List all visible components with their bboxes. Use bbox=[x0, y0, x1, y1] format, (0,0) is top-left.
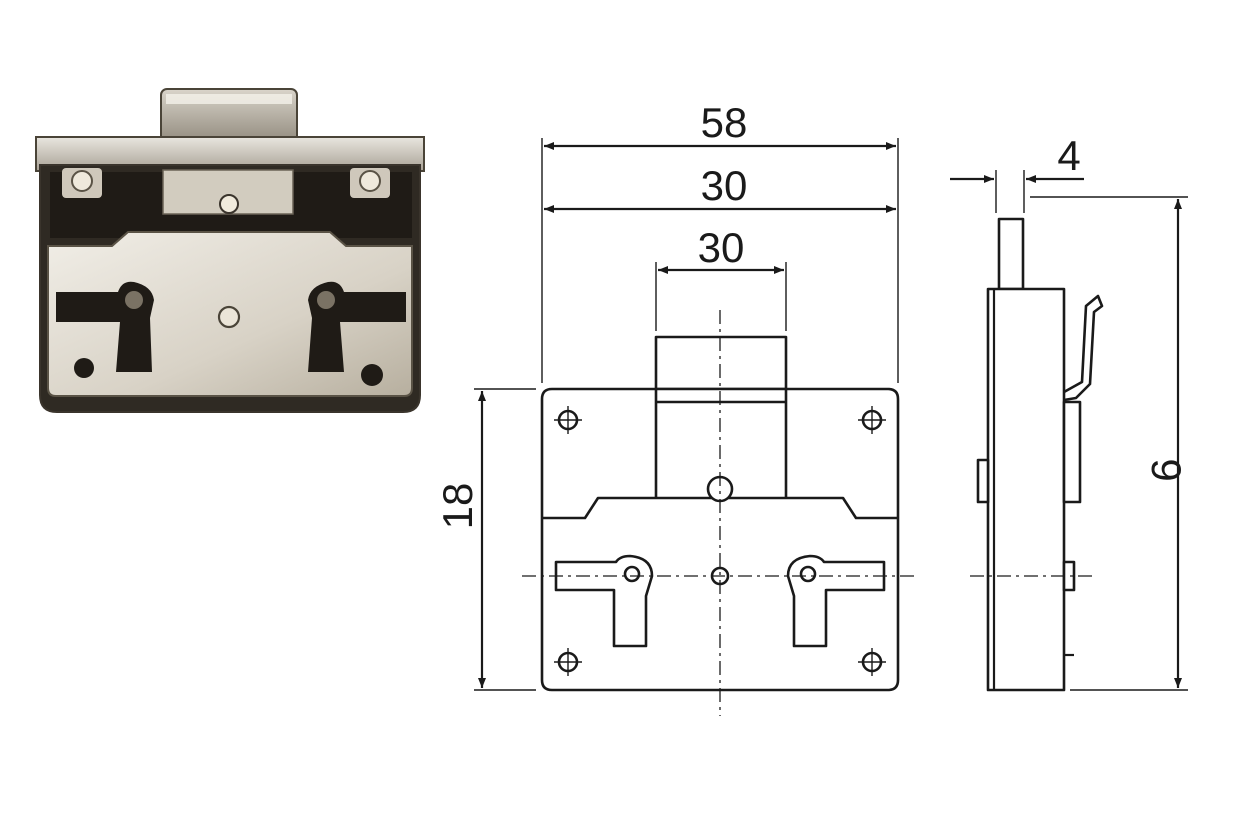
photo-center-pin bbox=[217, 305, 241, 329]
dim-height-left: 18 bbox=[434, 483, 481, 530]
front-keyhole-left-pin bbox=[623, 565, 641, 583]
photo-hole-top-left bbox=[71, 170, 93, 192]
front-bolt-guide bbox=[654, 389, 788, 498]
front-bolt bbox=[654, 335, 788, 391]
front-view bbox=[522, 310, 918, 716]
dim-bolt-width: 30 bbox=[698, 224, 745, 271]
photo-guide-pin bbox=[219, 194, 239, 214]
photo-hole-bottom-left bbox=[74, 358, 94, 378]
dim-outer-width: 30 bbox=[701, 162, 748, 209]
side-lug-left bbox=[976, 458, 990, 504]
side-body bbox=[986, 287, 1066, 692]
dim-depth-top: 4 bbox=[1057, 132, 1080, 179]
dim-height-right: 9 bbox=[1143, 458, 1190, 481]
side-spring-clip bbox=[1063, 294, 1104, 402]
photo-bolt-highlight bbox=[166, 94, 292, 104]
photo-keyhole-right-pin bbox=[317, 291, 335, 309]
front-keyhole-right-pin bbox=[799, 565, 817, 583]
front-screw-holes bbox=[554, 406, 886, 676]
photo-keyhole-left-pin bbox=[125, 291, 143, 309]
photo-hole-bottom-right bbox=[361, 364, 383, 386]
side-bolt bbox=[997, 217, 1025, 291]
side-view bbox=[970, 217, 1104, 692]
side-lug-upper bbox=[1062, 400, 1082, 504]
dimensions: 58 30 30 18 4 9 bbox=[434, 99, 1190, 691]
photo-hole-top-right bbox=[359, 170, 381, 192]
dim-overall-width: 58 bbox=[701, 99, 748, 146]
lock-photo bbox=[35, 88, 425, 413]
